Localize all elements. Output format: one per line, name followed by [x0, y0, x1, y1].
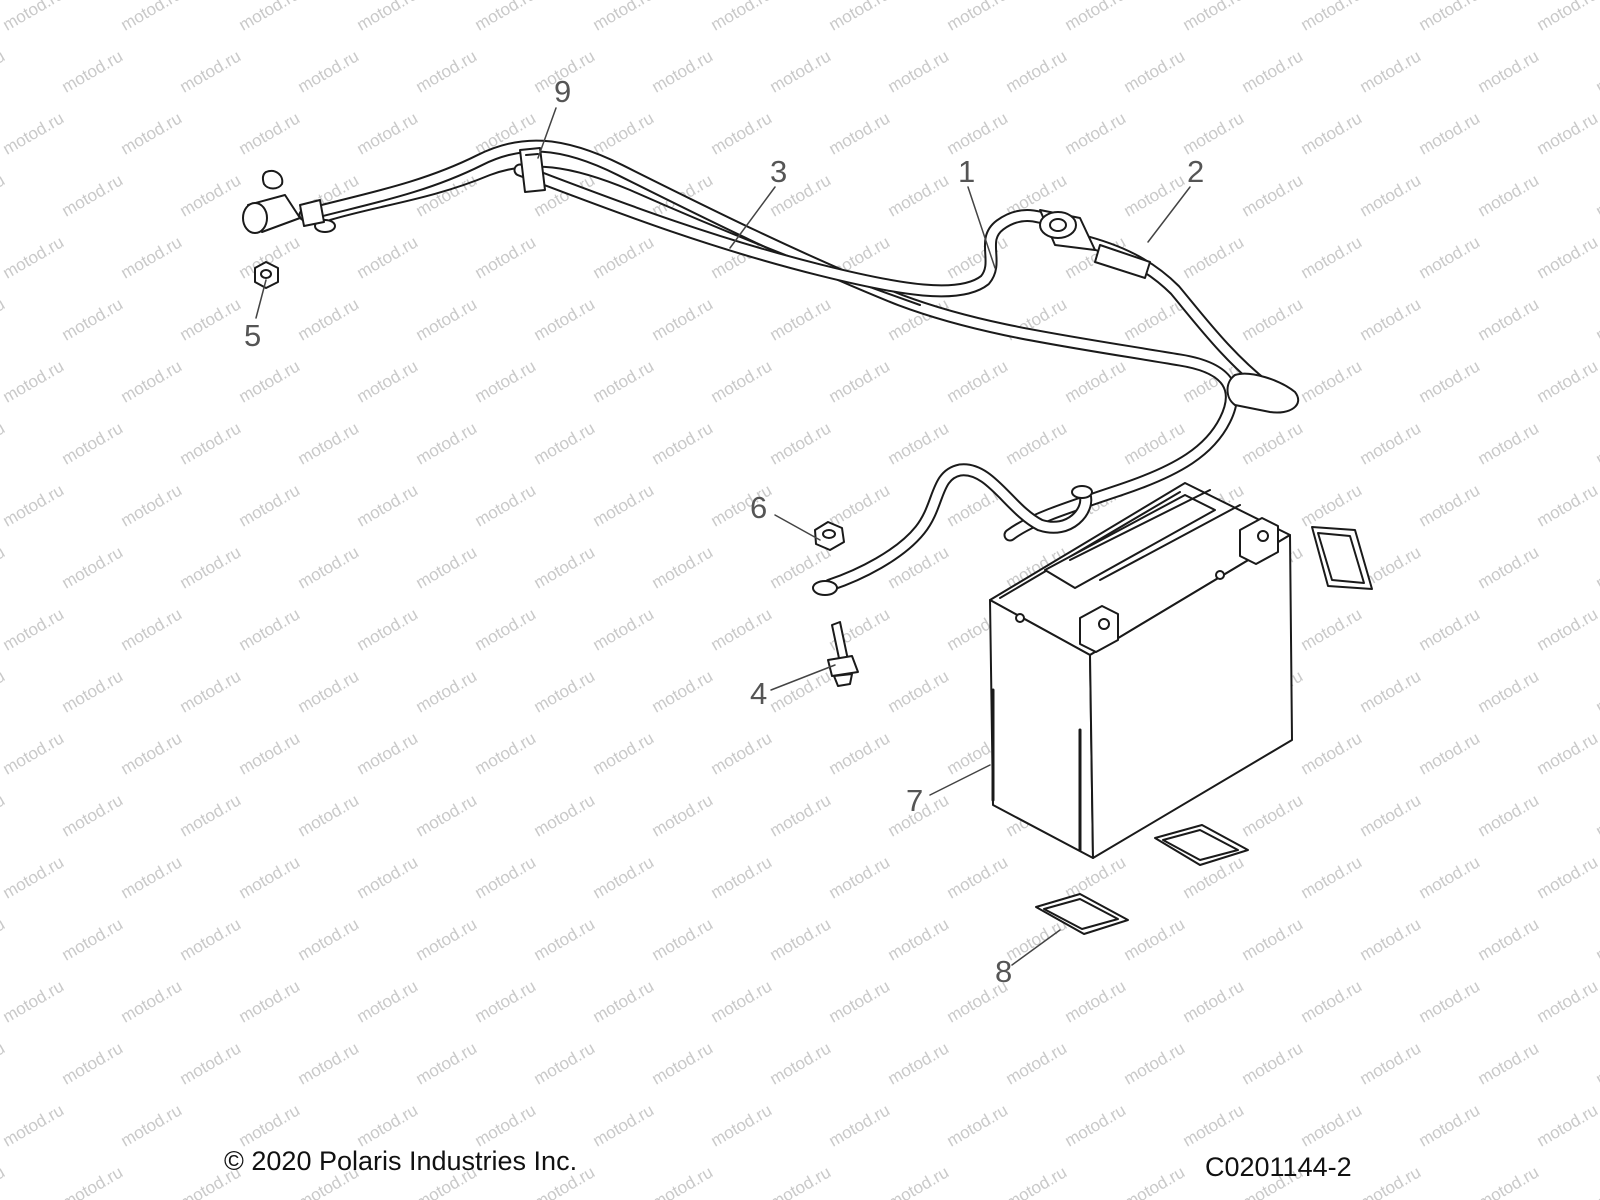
- figure-id: C0201144-2: [1205, 1152, 1352, 1182]
- callout-1: 1: [958, 154, 976, 189]
- battery-7: [989, 482, 1293, 859]
- callout-2: 2: [1187, 154, 1205, 189]
- leader-lines: [255, 107, 1191, 966]
- pad-8b: [1154, 824, 1249, 866]
- pad-8c: [1035, 893, 1129, 935]
- callout-5: 5: [244, 318, 262, 353]
- ground-cable: [812, 463, 1093, 596]
- nut-5: [254, 170, 284, 289]
- terminal-boot-2: [1226, 372, 1300, 414]
- cable-1: [513, 163, 1067, 298]
- cable-3: [298, 139, 1238, 542]
- callout-4: 4: [750, 676, 768, 711]
- callout-6: 6: [750, 490, 768, 525]
- pad-8a: [1311, 526, 1373, 590]
- nut-6: [814, 521, 845, 551]
- callout-9: 9: [554, 74, 572, 109]
- callout-7: 7: [906, 783, 924, 818]
- left-terminal-boot: [242, 194, 336, 234]
- cable-tie: [519, 147, 546, 193]
- bolt-4: [827, 621, 859, 687]
- callout-8: 8: [995, 954, 1013, 989]
- copyright-text: © 2020 Polaris Industries Inc.: [224, 1146, 578, 1176]
- right-terminal: [1039, 209, 1151, 279]
- callout-3: 3: [770, 154, 788, 189]
